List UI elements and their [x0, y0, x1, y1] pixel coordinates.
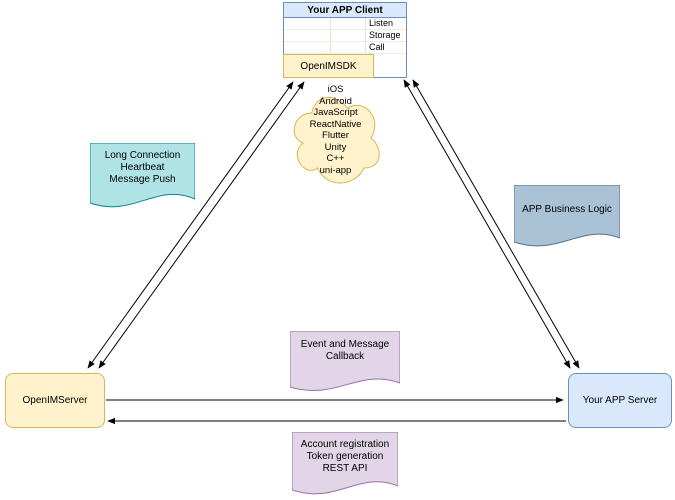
- note-line: Token generation: [306, 451, 384, 462]
- client-row-storage: Storage: [284, 30, 406, 42]
- document-shape: [290, 331, 400, 392]
- openimsdk-label: OpenIMSDK: [300, 60, 357, 72]
- client-box: Your APP Client Listen Storage Call: [283, 2, 407, 78]
- client-row-spacer: [331, 18, 366, 29]
- client-row-label: Listen: [369, 18, 394, 28]
- app-server-label: Your APP Server: [582, 395, 658, 406]
- document-shape: [514, 185, 620, 247]
- note-long-connection-shape: [90, 143, 195, 208]
- platforms-cloud: [293, 96, 380, 184]
- cloud-shape: [293, 96, 380, 184]
- openimserver-node: OpenIMServer: [5, 373, 105, 428]
- openimsdk-box: OpenIMSDK: [283, 54, 374, 78]
- platform-item: ReactNative: [309, 118, 362, 130]
- platform-item: Unity: [324, 141, 347, 153]
- note-line: Heartbeat: [120, 162, 165, 173]
- app-server-node: Your APP Server: [568, 373, 672, 428]
- client-row-label: Call: [369, 42, 385, 52]
- client-box-title: Your APP Client: [284, 3, 406, 18]
- arrow-sdk-openimserver-1: [87, 81, 294, 369]
- document-shape: [90, 143, 195, 208]
- client-row-call: Call: [284, 42, 406, 54]
- platform-item: iOS: [327, 84, 344, 95]
- note-line: Account registration: [300, 439, 390, 450]
- note-line: Callback: [325, 351, 365, 362]
- note-line: REST API: [322, 463, 368, 474]
- note-line: Message Push: [109, 174, 176, 185]
- platform-item: uni-app: [319, 164, 352, 176]
- note-line: APP Business Logic: [522, 204, 612, 215]
- client-row-spacer: [331, 42, 366, 53]
- note-business-logic-shape: [514, 185, 620, 247]
- client-row-spacer: [284, 18, 331, 29]
- note-business-logic: APP Business Logic: [514, 204, 620, 216]
- platforms-list: iOS Android JavaScript ReactNative Flutt…: [283, 84, 388, 176]
- platform-item: Flutter: [322, 130, 349, 141]
- platform-item: Android: [319, 95, 352, 107]
- note-line: Long Connection: [104, 150, 181, 161]
- platform-item: JavaScript: [313, 107, 358, 118]
- note-long-connection: Long Connection Heartbeat Message Push: [90, 150, 195, 186]
- arrow-sdk-openimserver-2: [98, 81, 305, 369]
- note-event-callback-shape: [290, 331, 400, 392]
- note-rest-api-shape: [292, 432, 398, 495]
- client-row-spacer: [284, 30, 331, 41]
- platform-item: C++: [326, 153, 345, 164]
- client-row-spacer: [284, 42, 331, 53]
- document-shape: [292, 432, 398, 495]
- client-row-label: Storage: [369, 30, 401, 40]
- note-line: Event and Message: [300, 339, 390, 350]
- note-event-callback: Event and Message Callback: [290, 339, 400, 363]
- client-row-spacer: [331, 30, 366, 41]
- client-row-listen: Listen: [284, 18, 406, 30]
- note-rest-api: Account registration Token generation RE…: [292, 439, 398, 475]
- openimserver-label: OpenIMServer: [22, 395, 88, 406]
- client-box-rows: Listen Storage Call: [284, 18, 406, 54]
